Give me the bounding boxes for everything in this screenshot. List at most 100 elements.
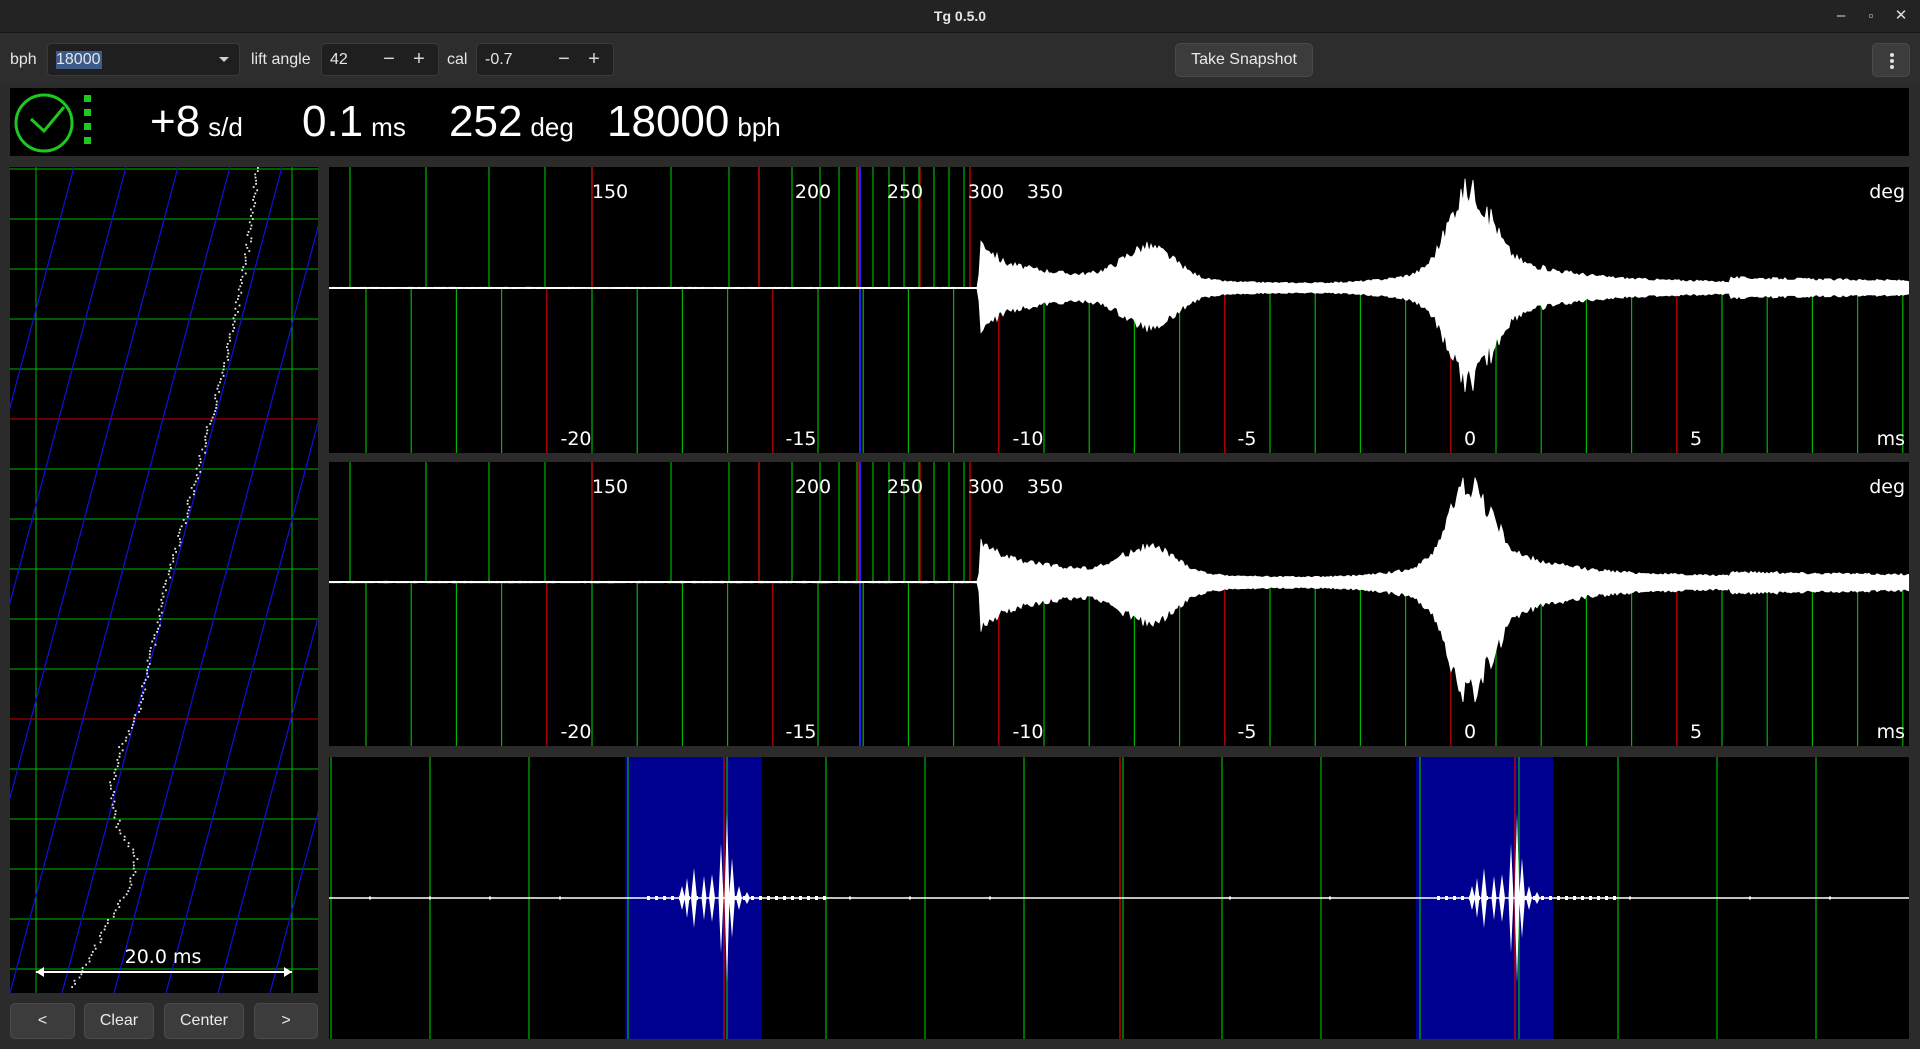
noise-dot xyxy=(1445,896,1448,900)
paper-dot xyxy=(149,650,151,652)
paper-dot xyxy=(110,787,112,790)
next-button[interactable]: > xyxy=(254,1003,318,1039)
paper-dot xyxy=(148,656,151,659)
noise-dot xyxy=(1589,896,1592,900)
paper-dot xyxy=(121,749,124,752)
paper-dot xyxy=(223,365,225,368)
paper-dot xyxy=(157,608,160,611)
cal-increment-button[interactable]: + xyxy=(588,48,600,70)
paper-dot xyxy=(244,263,247,265)
paper-dot xyxy=(247,231,250,233)
paper-dot xyxy=(114,813,117,816)
paper-dot xyxy=(218,391,220,393)
paper-dot xyxy=(125,893,128,896)
paper-dot xyxy=(190,487,193,489)
paper-dot xyxy=(128,887,131,889)
lift-angle-input[interactable] xyxy=(322,44,380,75)
paper-dot xyxy=(160,605,163,608)
paper-dot xyxy=(198,464,201,467)
degree-unit-label: deg xyxy=(1869,181,1905,203)
period-waveform-panel xyxy=(329,757,1909,1039)
noise-dot xyxy=(1573,896,1576,900)
paper-dot xyxy=(199,458,202,460)
scale-label: 20.0 ms xyxy=(125,946,202,968)
noise-dot xyxy=(1493,896,1496,900)
paper-dot xyxy=(85,963,87,966)
center-button[interactable]: Center xyxy=(164,1003,244,1039)
paper-dot xyxy=(113,778,116,780)
noise-dot xyxy=(703,896,706,900)
paper-dot xyxy=(215,403,218,406)
take-snapshot-button[interactable]: Take Snapshot xyxy=(1175,43,1313,77)
paper-dot xyxy=(153,634,156,636)
bph-input[interactable] xyxy=(48,44,198,75)
prev-button[interactable]: < xyxy=(10,1003,75,1039)
paper-dot xyxy=(112,807,115,809)
paper-dot xyxy=(117,762,120,764)
paper-dot xyxy=(216,387,219,390)
paper-dot xyxy=(160,611,163,614)
noise-dot xyxy=(791,896,794,900)
paper-dot xyxy=(210,419,213,422)
degree-label: 150 xyxy=(592,181,628,203)
paper-dot xyxy=(128,733,131,736)
period-waveform-plot xyxy=(329,757,1909,1039)
paper-dot xyxy=(186,512,189,515)
ms-label: -20 xyxy=(560,721,591,743)
degree-label: 350 xyxy=(1027,476,1063,498)
paper-dot xyxy=(214,394,217,396)
paper-dot xyxy=(111,803,114,806)
clear-button[interactable]: Clear xyxy=(84,1003,154,1039)
noise-dot xyxy=(1629,896,1631,900)
bph-combo[interactable] xyxy=(47,43,240,76)
paper-dot xyxy=(158,615,161,617)
noise-dot xyxy=(799,896,802,900)
paper-dot xyxy=(255,183,257,185)
paper-dot xyxy=(179,541,182,544)
paper-dot xyxy=(244,259,247,262)
ms-label: 5 xyxy=(1690,428,1702,450)
lift-angle-increment-button[interactable]: + xyxy=(413,48,425,70)
menu-button[interactable] xyxy=(1872,43,1910,77)
paper-dot xyxy=(237,288,240,291)
maximize-icon[interactable]: ▫ xyxy=(1868,8,1874,23)
lift-angle-spin[interactable]: − + xyxy=(321,43,439,76)
paper-dot xyxy=(187,509,190,512)
paperstrip-panel[interactable]: 20.0 ms xyxy=(0,166,595,994)
chevron-down-icon[interactable] xyxy=(218,56,230,64)
paper-dot xyxy=(197,477,199,480)
paper-dot xyxy=(226,355,229,358)
lift-angle-decrement-button[interactable]: − xyxy=(383,48,395,70)
paper-dot xyxy=(186,503,189,505)
degree-label: 150 xyxy=(592,476,628,498)
drift-line xyxy=(9,166,231,994)
paper-dot xyxy=(132,848,135,851)
paper-dot xyxy=(113,816,116,819)
paper-dot xyxy=(225,346,228,348)
noise-dot xyxy=(767,896,770,900)
close-icon[interactable]: ✕ xyxy=(1894,7,1908,24)
noise-dot xyxy=(559,896,561,900)
paper-dot xyxy=(130,883,133,886)
paper-dot xyxy=(165,589,167,592)
paper-dot xyxy=(159,624,161,627)
paper-dot xyxy=(132,867,135,870)
cal-input[interactable] xyxy=(477,44,555,75)
paper-dot xyxy=(138,704,141,707)
paper-dot xyxy=(146,669,148,672)
noise-dot xyxy=(727,896,730,900)
paper-dot xyxy=(118,752,121,755)
noise-dot xyxy=(647,896,650,900)
cal-spin[interactable]: − + xyxy=(476,43,614,76)
paper-dot xyxy=(211,416,214,419)
cal-decrement-button[interactable]: − xyxy=(558,48,570,70)
paper-dot xyxy=(237,298,239,300)
paper-dot xyxy=(172,554,174,556)
paper-dot xyxy=(206,429,209,432)
noise-dot xyxy=(1453,896,1456,900)
paper-dot xyxy=(235,301,237,304)
minimize-icon[interactable]: – xyxy=(1836,7,1846,24)
paper-dot xyxy=(214,410,217,412)
paper-dot xyxy=(199,471,202,473)
